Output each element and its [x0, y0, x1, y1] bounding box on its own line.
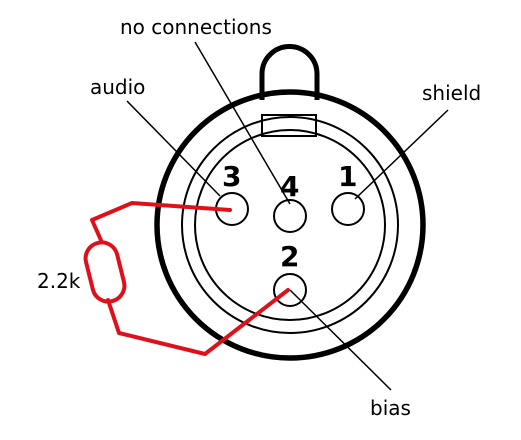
latch-tab	[259, 44, 320, 100]
outer-shell	[154, 89, 426, 361]
leader-shield	[354, 109, 449, 200]
label-no-connections: no connections	[120, 15, 272, 39]
pin-4-socket	[273, 199, 307, 233]
label-shield: shield	[422, 81, 481, 105]
pin-4-number: 4	[280, 170, 299, 203]
label-resistor-value: 2.2k	[37, 269, 81, 293]
resistor-2-2k	[83, 240, 127, 304]
pin-2-number: 2	[280, 240, 299, 273]
leader-audio	[126, 100, 221, 197]
label-bias: bias	[370, 396, 411, 420]
pin-1-socket	[331, 192, 365, 226]
pin-2-socket	[273, 273, 307, 307]
wire-resistor-to-pin2	[106, 288, 290, 356]
pin-1-number: 1	[338, 160, 357, 193]
label-audio: audio	[90, 75, 145, 99]
insulator-ring-inner	[194, 129, 386, 321]
key-notch	[261, 114, 317, 137]
leader-bias	[289, 289, 392, 391]
pin-3-number: 3	[222, 160, 241, 193]
wire-pin3-to-resistor	[90, 201, 232, 249]
leader-no-connections	[194, 41, 291, 205]
insulator-ring-outer	[181, 116, 399, 334]
